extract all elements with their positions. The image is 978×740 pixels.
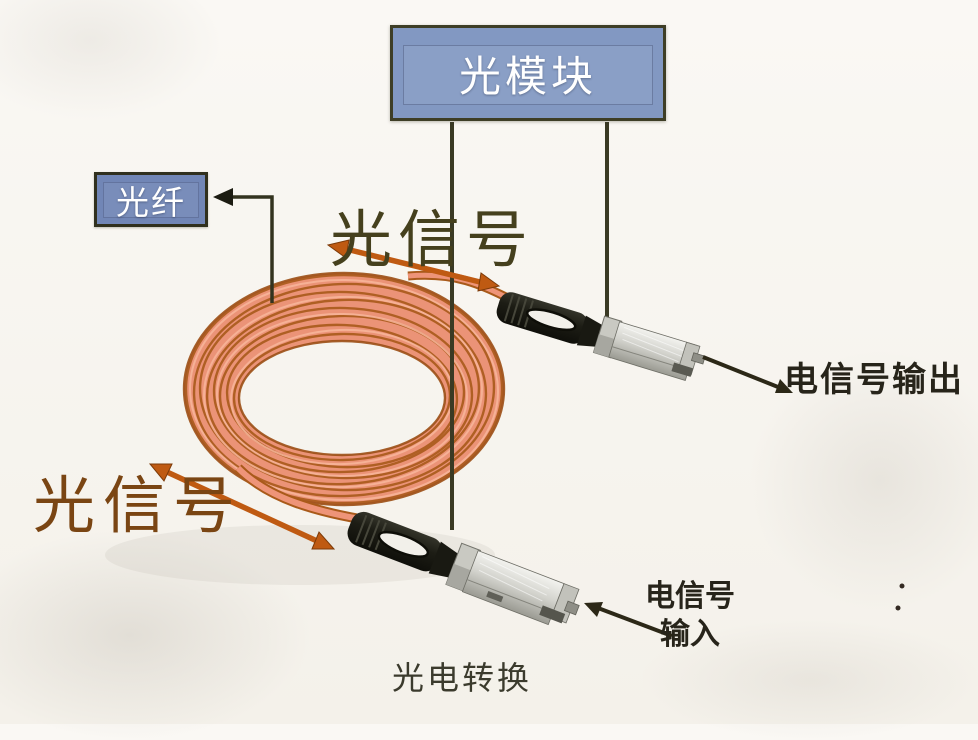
optical-signal-label-top: 光信号 bbox=[330, 203, 535, 276]
electrical-signal-input-label: 电信号 输入 bbox=[618, 578, 762, 653]
optical-module-box: 光模块 bbox=[390, 25, 666, 121]
electrical-signal-input-line1: 电信号 bbox=[645, 579, 735, 614]
electrical-signal-input-line2: 输入 bbox=[660, 616, 720, 652]
optical-module-label: 光模块 bbox=[458, 51, 597, 101]
optical-signal-arrow-bottom bbox=[148, 463, 336, 550]
diagram-canvas bbox=[105, 122, 905, 638]
optical-signal-label-bottom: 光信号 bbox=[33, 469, 244, 542]
electrical-input-arrow bbox=[584, 602, 673, 638]
optical-fiber-box-panel bbox=[103, 182, 199, 218]
optical-fiber-label: 光纤 bbox=[116, 182, 186, 222]
ink-dot bbox=[895, 605, 901, 611]
electrical-output-arrow bbox=[702, 355, 793, 393]
optical-fiber-box: 光纤 bbox=[94, 172, 208, 227]
optical-module-box-panel bbox=[403, 45, 653, 105]
fiber-coil bbox=[182, 270, 517, 526]
photoelectric-conversion-label: 光电转换 bbox=[392, 659, 533, 697]
optical-transceiver-bottom bbox=[347, 511, 580, 626]
fiber-pointer-arrow bbox=[213, 188, 274, 303]
electrical-signal-output-label: 电信号输出 bbox=[784, 360, 964, 400]
optical-signal-arrow-top bbox=[326, 239, 501, 292]
optical-transceiver-top bbox=[496, 292, 706, 382]
ink-dot bbox=[899, 583, 905, 589]
